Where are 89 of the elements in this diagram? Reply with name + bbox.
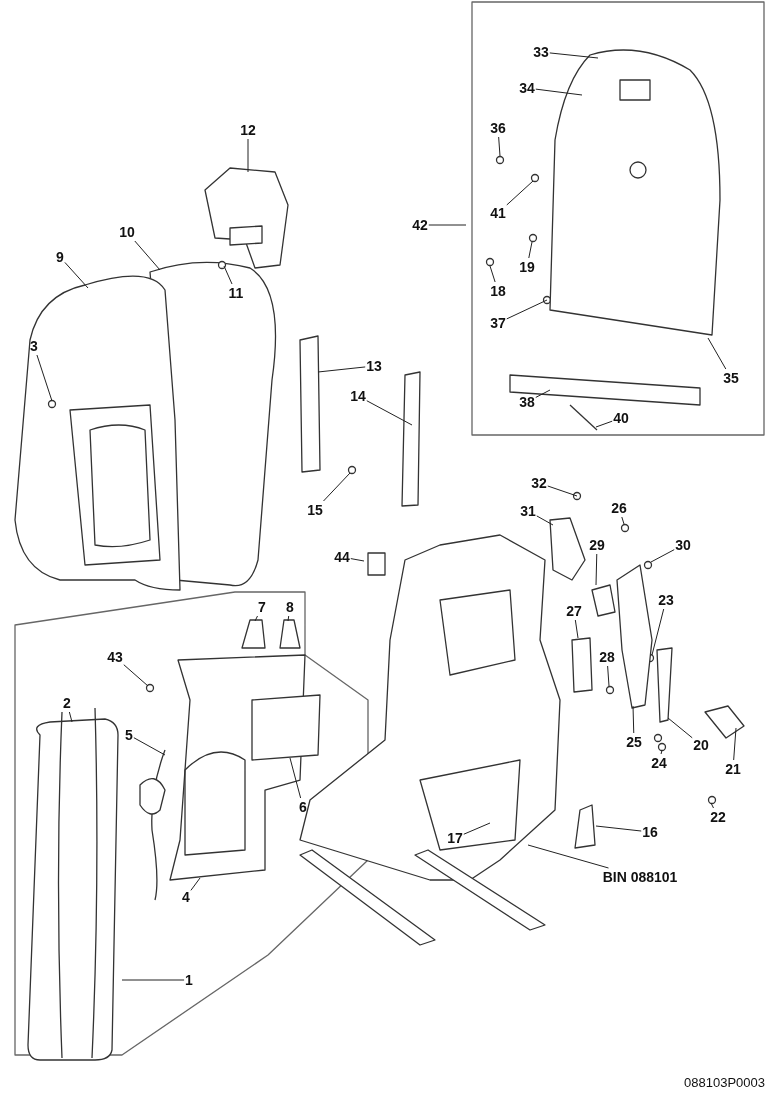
- leader-line: [317, 366, 366, 373]
- callout-number: 12: [240, 122, 256, 138]
- leader-line: [428, 224, 467, 226]
- callout-number: 33: [533, 44, 549, 60]
- callout-number: 6: [299, 799, 307, 815]
- callout-number: 37: [490, 315, 506, 331]
- leader-line: [632, 705, 635, 734]
- leader-line: [223, 265, 233, 285]
- leader-line: [607, 665, 610, 687]
- callout-number: 19: [519, 259, 535, 275]
- callout-number: 9: [56, 249, 64, 265]
- callout-number: 18: [490, 283, 506, 299]
- callout-number: 17: [447, 830, 463, 846]
- leader-line: [254, 615, 258, 622]
- callout-number: 35: [723, 370, 739, 386]
- leader-line: [64, 261, 89, 289]
- callout-number: 21: [725, 761, 741, 777]
- leader-line: [595, 420, 613, 428]
- leader-line: [506, 180, 534, 206]
- callout-number: 36: [490, 120, 506, 136]
- callout-number: 5: [125, 727, 133, 743]
- leader-line: [463, 822, 491, 835]
- leader-line: [489, 265, 496, 283]
- callout-number: 30: [675, 537, 691, 553]
- leader-line: [595, 553, 598, 586]
- leader-line: [498, 136, 501, 157]
- callout-number: 2: [63, 695, 71, 711]
- callout-number: 20: [693, 737, 709, 753]
- drawing-number: 088103P0003: [684, 1075, 765, 1090]
- callout-number: 7: [258, 599, 266, 615]
- leader-line: [190, 877, 201, 891]
- leader-line: [650, 549, 675, 563]
- leader-line: [547, 485, 578, 497]
- callout-number: 15: [307, 502, 323, 518]
- leader-line: [133, 737, 166, 756]
- callout-number: 22: [710, 809, 726, 825]
- callout-number: 29: [589, 537, 605, 553]
- callout-number: 16: [642, 824, 658, 840]
- leader-line: [595, 825, 642, 832]
- callout-number: 10: [119, 224, 135, 240]
- leader-line: [36, 354, 53, 402]
- callout-number: 43: [107, 649, 123, 665]
- callout-number: 40: [613, 410, 629, 426]
- leader-line: [528, 241, 533, 259]
- callout-number: 14: [350, 388, 366, 404]
- leader-line: [134, 240, 161, 271]
- callout-number: 31: [520, 503, 536, 519]
- callout-number: 1: [185, 972, 193, 988]
- callout-number: 3: [30, 338, 38, 354]
- leader-line: [68, 711, 73, 723]
- callout-number: 11: [228, 285, 244, 301]
- leader-line: [323, 472, 351, 502]
- leader-line: [247, 138, 249, 173]
- leader-line: [707, 337, 727, 370]
- callout-number: 32: [531, 475, 547, 491]
- leader-line: [535, 389, 551, 398]
- leader-line: [123, 664, 149, 687]
- leader-line: [527, 844, 609, 869]
- callout-number: 34: [519, 80, 535, 96]
- callout-number: 4: [182, 889, 190, 905]
- callout-number: 13: [366, 358, 382, 374]
- leader-line: [651, 608, 665, 656]
- leader-line: [733, 727, 737, 761]
- leader-line: [549, 52, 599, 59]
- leader-line: [535, 88, 583, 96]
- callout-number: 38: [519, 394, 535, 410]
- leader-line: [621, 516, 625, 525]
- leader-line: [289, 757, 302, 799]
- leader-line: [121, 979, 185, 981]
- callout-number: 25: [626, 734, 642, 750]
- callout-number: 26: [611, 500, 627, 516]
- leader-line: [667, 717, 693, 739]
- callout-number: 42: [412, 217, 428, 233]
- leader-line: [574, 619, 579, 639]
- callout-number: 24: [651, 755, 667, 771]
- callout-number: 27: [566, 603, 582, 619]
- callout-number: 28: [599, 649, 615, 665]
- leader-line: [287, 615, 290, 622]
- callout-number: BIN 088101: [602, 869, 678, 885]
- leader-line: [366, 400, 413, 426]
- leader-line: [350, 558, 365, 562]
- leader-line: [536, 515, 554, 526]
- callout-number: 23: [658, 592, 674, 608]
- leader-line: [506, 299, 548, 320]
- callout-number: 41: [490, 205, 506, 221]
- callout-number: 44: [334, 549, 350, 565]
- leader-line: [660, 749, 663, 755]
- leader-line: [710, 802, 714, 809]
- callout-number: 8: [286, 599, 294, 615]
